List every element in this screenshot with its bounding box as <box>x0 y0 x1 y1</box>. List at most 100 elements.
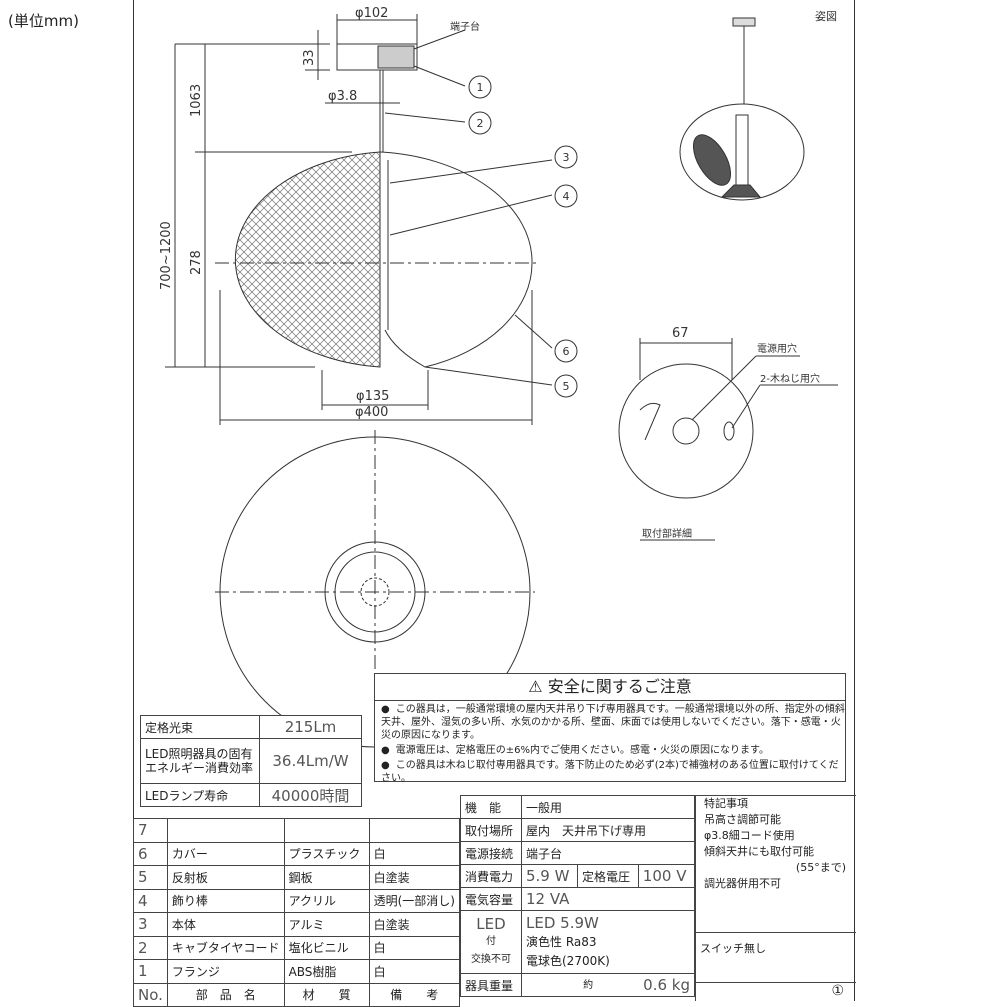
part-name: 飾り棒 <box>166 888 285 913</box>
spec-label: 定格光束 <box>140 715 260 739</box>
side-view <box>165 14 578 425</box>
led-label: LED <box>476 915 506 933</box>
spec-value: 40000時間 <box>259 783 362 807</box>
part-note <box>368 818 461 843</box>
spec-value: 215Lm <box>259 715 362 739</box>
led-label-nonreplaceable: 交換不可 <box>471 954 511 965</box>
connection-label: 電源接続 <box>460 841 522 865</box>
note-item: 傾斜天井にも取付可能 <box>704 845 814 858</box>
part-no: 6 <box>133 841 168 866</box>
capacity-value: 12 VA <box>521 887 695 911</box>
callout-3: 3 <box>563 151 570 164</box>
switch-note: スイッチ無し <box>696 933 856 983</box>
part-note: 白 <box>368 935 461 960</box>
safety-notice: ⚠ 安全に関するご注意 この器具は，一般通常環境の屋内天井吊り下げ専用器具です。… <box>374 673 846 785</box>
part-no: 5 <box>133 865 168 890</box>
safety-item: この器具は，一般通常環境の屋内天井吊り下げ専用器具です。一般通常環境以外の所、指… <box>375 703 845 742</box>
sheet-number: ① <box>831 983 844 999</box>
led-power: LED 5.9W <box>526 913 599 932</box>
location-value: 屋内 天井吊下げ専用 <box>521 818 695 842</box>
dim-d3-8: φ3.8 <box>328 89 357 104</box>
weight-value: 0.6 kg <box>643 976 690 994</box>
part-material: 塩化ビニル <box>283 935 370 960</box>
note-item: (55°まで) <box>795 861 846 874</box>
dim-h278: 278 <box>189 250 204 275</box>
dim-d135: φ135 <box>356 389 389 404</box>
part-material: ABS樹脂 <box>283 959 370 984</box>
part-material: アルミ <box>283 912 370 937</box>
callout-6: 6 <box>563 345 570 358</box>
header-material: 材 質 <box>283 982 370 1007</box>
power-label: 消費電力 <box>460 864 522 888</box>
callout-4: 4 <box>563 190 570 203</box>
warning-icon: ⚠ <box>528 677 548 696</box>
power-value: 5.9 W <box>521 864 578 888</box>
unit-label: (単位mm) <box>8 12 79 30</box>
part-name: フランジ <box>166 959 285 984</box>
safety-title: 安全に関するご注意 <box>547 677 692 696</box>
part-no: 3 <box>133 912 168 937</box>
led-color: 電球色(2700K) <box>526 953 610 968</box>
led-cri: 演色性 Ra83 <box>526 934 597 949</box>
part-note: 白 <box>368 841 461 866</box>
part-material: 鋼板 <box>283 865 370 890</box>
dim-h33: 33 <box>302 49 317 66</box>
header-name: 部 品 名 <box>166 982 285 1007</box>
mount-detail <box>618 338 838 541</box>
safety-item: この器具は木ねじ取付専用器具です。落下防止のため必ず(2本)で補強材のある位置に… <box>375 759 845 785</box>
parts-header: No. 部 品 名 材 質 備 考 <box>133 982 461 1007</box>
plan-view <box>215 430 535 755</box>
dim-h700-1200: 700~1200 <box>159 221 174 290</box>
drawing-frame <box>133 0 855 1001</box>
notes-panel: 特記事項 吊高さ調節可能 φ3.8細コード使用 傾斜天井にも取付可能 (55°ま… <box>695 795 856 1001</box>
header-note: 備 考 <box>368 982 461 1007</box>
notes-title: 特記事項 <box>704 797 748 810</box>
part-note: 透明(一部消し) <box>368 888 461 913</box>
capacity-label: 電気容量 <box>460 887 522 911</box>
part-name: キャブタイヤコード <box>166 935 285 960</box>
view-label: 姿図 <box>815 10 837 23</box>
callout-2: 2 <box>477 117 484 130</box>
dim-w67: 67 <box>672 326 689 341</box>
hatched-shade <box>234 151 381 368</box>
voltage-label: 定格電圧 <box>576 864 639 888</box>
part-no: 1 <box>133 959 168 984</box>
dim-d102: φ102 <box>355 6 388 21</box>
callout-5: 5 <box>563 380 570 393</box>
location-label: 取付場所 <box>460 818 522 842</box>
connection-value: 端子台 <box>521 841 695 865</box>
part-no: 7 <box>133 818 168 843</box>
spec-label: LEDランプ寿命 <box>140 783 260 807</box>
power-hole-label: 電源用穴 <box>757 342 797 355</box>
part-name: カバー <box>166 841 285 866</box>
note-item: 調光器併用不可 <box>704 877 781 890</box>
part-material: アクリル <box>283 888 370 913</box>
dim-d400: φ400 <box>355 405 388 420</box>
spec-value: 36.4Lm/W <box>259 738 362 784</box>
mount-detail-label: 取付部詳細 <box>642 527 692 540</box>
part-name: 反射板 <box>166 865 285 890</box>
voltage-value: 100 V <box>637 864 696 888</box>
part-note: 白塗装 <box>368 912 461 937</box>
part-no: 2 <box>133 935 168 960</box>
safety-item: 電源電圧は、定格電圧の±6%内でご使用ください。感電・火災の原因になります。 <box>375 744 845 757</box>
parts-row: 7 <box>133 818 461 843</box>
weight-label: 器具重量 <box>460 973 522 997</box>
note-item: φ3.8細コード使用 <box>704 829 795 842</box>
part-note: 白 <box>368 959 461 984</box>
part-name: 本体 <box>166 912 285 937</box>
weight-prefix: 約 <box>583 980 594 991</box>
terminal-label: 端子台 <box>450 20 480 33</box>
note-item: 吊高さ調節可能 <box>704 813 781 826</box>
